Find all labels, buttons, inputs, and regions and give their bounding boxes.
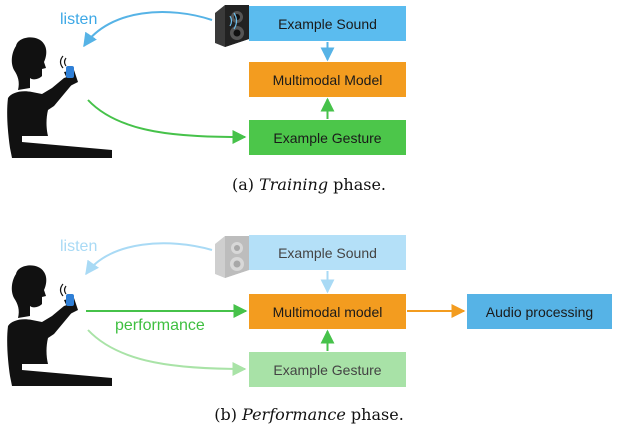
person-with-phone-icon <box>7 37 113 158</box>
example-sound-label: Example Sound <box>278 16 377 32</box>
speaker-sound-wave-icon <box>229 12 238 30</box>
listen-arrow <box>83 11 213 48</box>
example-sound-box <box>249 6 406 41</box>
example-gesture-label: Example Gesture <box>273 362 381 378</box>
multimodal-model-box <box>249 62 406 97</box>
audio-processing-box <box>467 294 612 329</box>
example-gesture-box <box>249 120 406 155</box>
phone-sound-wave-icon <box>59 55 67 69</box>
speaker-icon <box>215 5 249 47</box>
example-gesture-label: Example Gesture <box>273 130 381 146</box>
speaker-icon <box>215 236 249 278</box>
caption-a: (a) Training phase. <box>232 175 386 194</box>
performance-label: performance <box>115 317 205 334</box>
multimodal-model-label: Multimodal Model <box>273 72 383 88</box>
phone-sound-wave-icon <box>59 283 67 297</box>
audio-processing-label: Audio processing <box>486 304 593 320</box>
listen-label: listen <box>60 11 97 28</box>
listen-arrow <box>85 242 213 276</box>
listen-label: listen <box>60 238 97 255</box>
example-gesture-box <box>249 352 406 387</box>
gesture-arrow <box>87 99 247 144</box>
caption-b: (b) Performance phase. <box>214 405 404 424</box>
person-with-phone-icon <box>7 265 113 386</box>
multimodal-model-box <box>249 294 406 329</box>
panel-performance: listen Example Sound Multimodal model Ex… <box>7 235 612 424</box>
panel-training: listen Example Sound Multimodal Model Ex… <box>7 5 406 194</box>
example-sound-box <box>249 235 406 270</box>
gesture-arrow <box>87 329 247 376</box>
example-sound-label: Example Sound <box>278 245 377 261</box>
multimodal-model-label: Multimodal model <box>273 304 383 320</box>
